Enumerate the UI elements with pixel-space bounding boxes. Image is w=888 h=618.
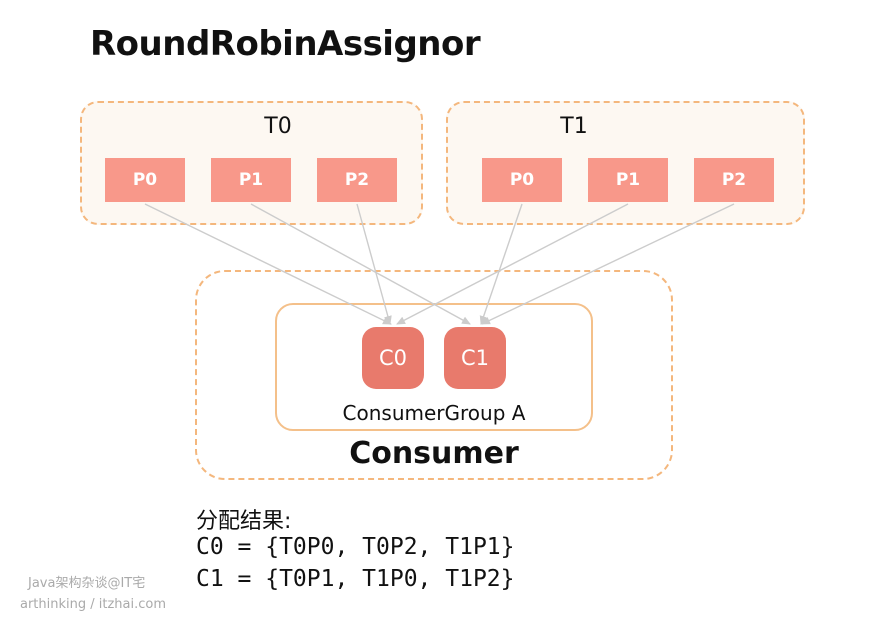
result-line-c0: C0 = {T0P0, T0P2, T1P1} — [196, 534, 515, 560]
consumer-label: Consumer — [349, 436, 519, 471]
t0-partition-p2: P2 — [317, 158, 397, 202]
result-line-c1: C1 = {T0P1, T1P0, T1P2} — [196, 566, 515, 592]
t1-partition-p1: P1 — [588, 158, 668, 202]
diagram-title: RoundRobinAssignor — [90, 24, 481, 64]
consumer-node-c0: C0 — [362, 327, 424, 389]
result-heading: 分配结果: — [196, 509, 292, 534]
consumer-group-label: ConsumerGroup A — [342, 401, 526, 425]
topic-t1-label: T1 — [560, 114, 588, 139]
topic-t0-label: T0 — [264, 114, 292, 139]
t1-partition-p0: P0 — [482, 158, 562, 202]
t0-partition-p0: P0 — [105, 158, 185, 202]
consumer-node-c1: C1 — [444, 327, 506, 389]
t0-partition-p1: P1 — [211, 158, 291, 202]
watermark-line-2: arthinking / itzhai.com — [20, 597, 167, 612]
watermark-line-1: Java架构杂谈@IT宅 — [28, 576, 146, 591]
t1-partition-p2: P2 — [694, 158, 774, 202]
